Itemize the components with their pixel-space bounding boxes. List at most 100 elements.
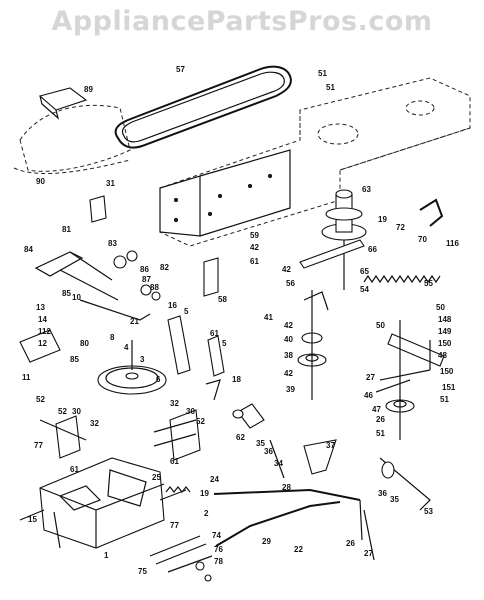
part-label: 27 bbox=[364, 549, 373, 558]
part-label: 80 bbox=[80, 339, 89, 348]
part-label: 3 bbox=[140, 355, 145, 364]
part-label: 51 bbox=[376, 429, 385, 438]
part-label: 53 bbox=[424, 507, 433, 516]
part-label: 4 bbox=[124, 343, 129, 352]
part-label: 51 bbox=[318, 69, 327, 78]
part-label: 82 bbox=[160, 263, 169, 272]
part-label: 50 bbox=[376, 321, 385, 330]
part-label: 30 bbox=[186, 407, 195, 416]
part-label: 47 bbox=[372, 405, 381, 414]
arms-5 bbox=[167, 315, 225, 401]
part-label: 46 bbox=[364, 391, 373, 400]
part-label: 13 bbox=[36, 303, 45, 312]
part-label: 61 bbox=[250, 257, 259, 266]
part-label: 30 bbox=[72, 407, 81, 416]
part-label: 58 bbox=[218, 295, 227, 304]
part-label: 89 bbox=[84, 85, 93, 94]
part-label: 52 bbox=[58, 407, 67, 416]
bracket-37 bbox=[303, 439, 337, 475]
part-label: 70 bbox=[418, 235, 427, 244]
part-label: 59 bbox=[250, 231, 259, 240]
pulley-assembly-63 bbox=[321, 189, 367, 290]
part-label: 38 bbox=[284, 351, 293, 360]
part-label: 36 bbox=[264, 447, 273, 456]
rod-34 bbox=[269, 439, 285, 479]
part-label: 25 bbox=[152, 473, 161, 482]
drive-belt bbox=[114, 65, 292, 149]
part-label: 34 bbox=[274, 459, 283, 468]
part-label: 149 bbox=[438, 327, 452, 336]
plate-85 bbox=[19, 329, 61, 363]
part-label: 66 bbox=[368, 245, 377, 254]
part-label: 150 bbox=[438, 339, 452, 348]
part-label: 22 bbox=[294, 545, 303, 554]
part-label: 112 bbox=[38, 327, 51, 336]
part-label: 76 bbox=[214, 545, 223, 554]
part-label: 1 bbox=[104, 551, 109, 560]
part-label: 42 bbox=[250, 243, 259, 252]
part-label: 77 bbox=[34, 441, 43, 450]
part-label: 54 bbox=[360, 285, 369, 294]
part-label: 56 bbox=[286, 279, 295, 288]
part-label: 85 bbox=[70, 355, 79, 364]
part-label: 35 bbox=[390, 495, 399, 504]
part-label: 72 bbox=[396, 223, 405, 232]
bracket-58 bbox=[203, 257, 219, 297]
part-label: 88 bbox=[150, 283, 159, 292]
bracket-31 bbox=[89, 195, 107, 223]
part-label: 8 bbox=[110, 333, 115, 342]
part-label: 24 bbox=[210, 475, 219, 484]
part-label: 19 bbox=[378, 215, 387, 224]
part-label: 26 bbox=[346, 539, 355, 548]
part-label: 11 bbox=[22, 373, 31, 382]
part-label: 42 bbox=[284, 321, 293, 330]
part-label: 51 bbox=[326, 83, 335, 92]
right-bracket-assembly bbox=[375, 320, 445, 440]
part-label: 61 bbox=[170, 457, 179, 466]
part-label: 77 bbox=[170, 521, 179, 530]
part-label: 19 bbox=[200, 489, 209, 498]
idler-arm-66 bbox=[299, 239, 365, 269]
part-label: 2 bbox=[204, 509, 209, 518]
part-label: 18 bbox=[232, 375, 241, 384]
part-label: 37 bbox=[326, 441, 335, 450]
part-labels: 57 51 51 89 90 31 63 19 72 70 116 59 42 … bbox=[22, 65, 459, 576]
part-label: 61 bbox=[210, 329, 219, 338]
part-label: 6 bbox=[156, 375, 161, 384]
bracket-30-32 bbox=[153, 409, 201, 461]
part-label: 81 bbox=[62, 225, 71, 234]
part-label: 16 bbox=[168, 301, 177, 310]
part-label: 5 bbox=[184, 307, 189, 316]
part-label: 87 bbox=[142, 275, 151, 284]
part-label: 15 bbox=[28, 515, 37, 524]
part-label: 148 bbox=[438, 315, 452, 324]
part-label: 12 bbox=[38, 339, 47, 348]
part-label: 52 bbox=[36, 395, 45, 404]
part-label: 90 bbox=[36, 177, 45, 186]
pins-75 bbox=[149, 535, 213, 582]
part-label: 14 bbox=[38, 315, 47, 324]
part-label: 40 bbox=[284, 335, 293, 344]
part-label: 42 bbox=[284, 369, 293, 378]
part-label: 28 bbox=[282, 483, 291, 492]
part-label: 5 bbox=[222, 339, 227, 348]
part-label: 48 bbox=[438, 351, 447, 360]
bracket-70 bbox=[419, 198, 444, 227]
part-label: 75 bbox=[138, 567, 147, 576]
watermark-text: AppliancePartsPros.com bbox=[51, 6, 433, 37]
part-label: 84 bbox=[24, 245, 33, 254]
shift-rods bbox=[213, 457, 431, 561]
idler-pulleys bbox=[297, 290, 329, 400]
transmission bbox=[19, 457, 187, 549]
part-label: 62 bbox=[236, 433, 245, 442]
tractor-frame bbox=[159, 77, 471, 247]
bracket-52 bbox=[39, 415, 87, 459]
part-label: 26 bbox=[376, 415, 385, 424]
part-label: 61 bbox=[70, 465, 79, 474]
linkage-81 bbox=[34, 250, 161, 321]
part-label: 83 bbox=[108, 239, 117, 248]
part-label: 55 bbox=[424, 279, 433, 288]
drive-belt-inner bbox=[121, 71, 285, 143]
part-label: 27 bbox=[366, 373, 375, 382]
part-label: 65 bbox=[360, 267, 369, 276]
